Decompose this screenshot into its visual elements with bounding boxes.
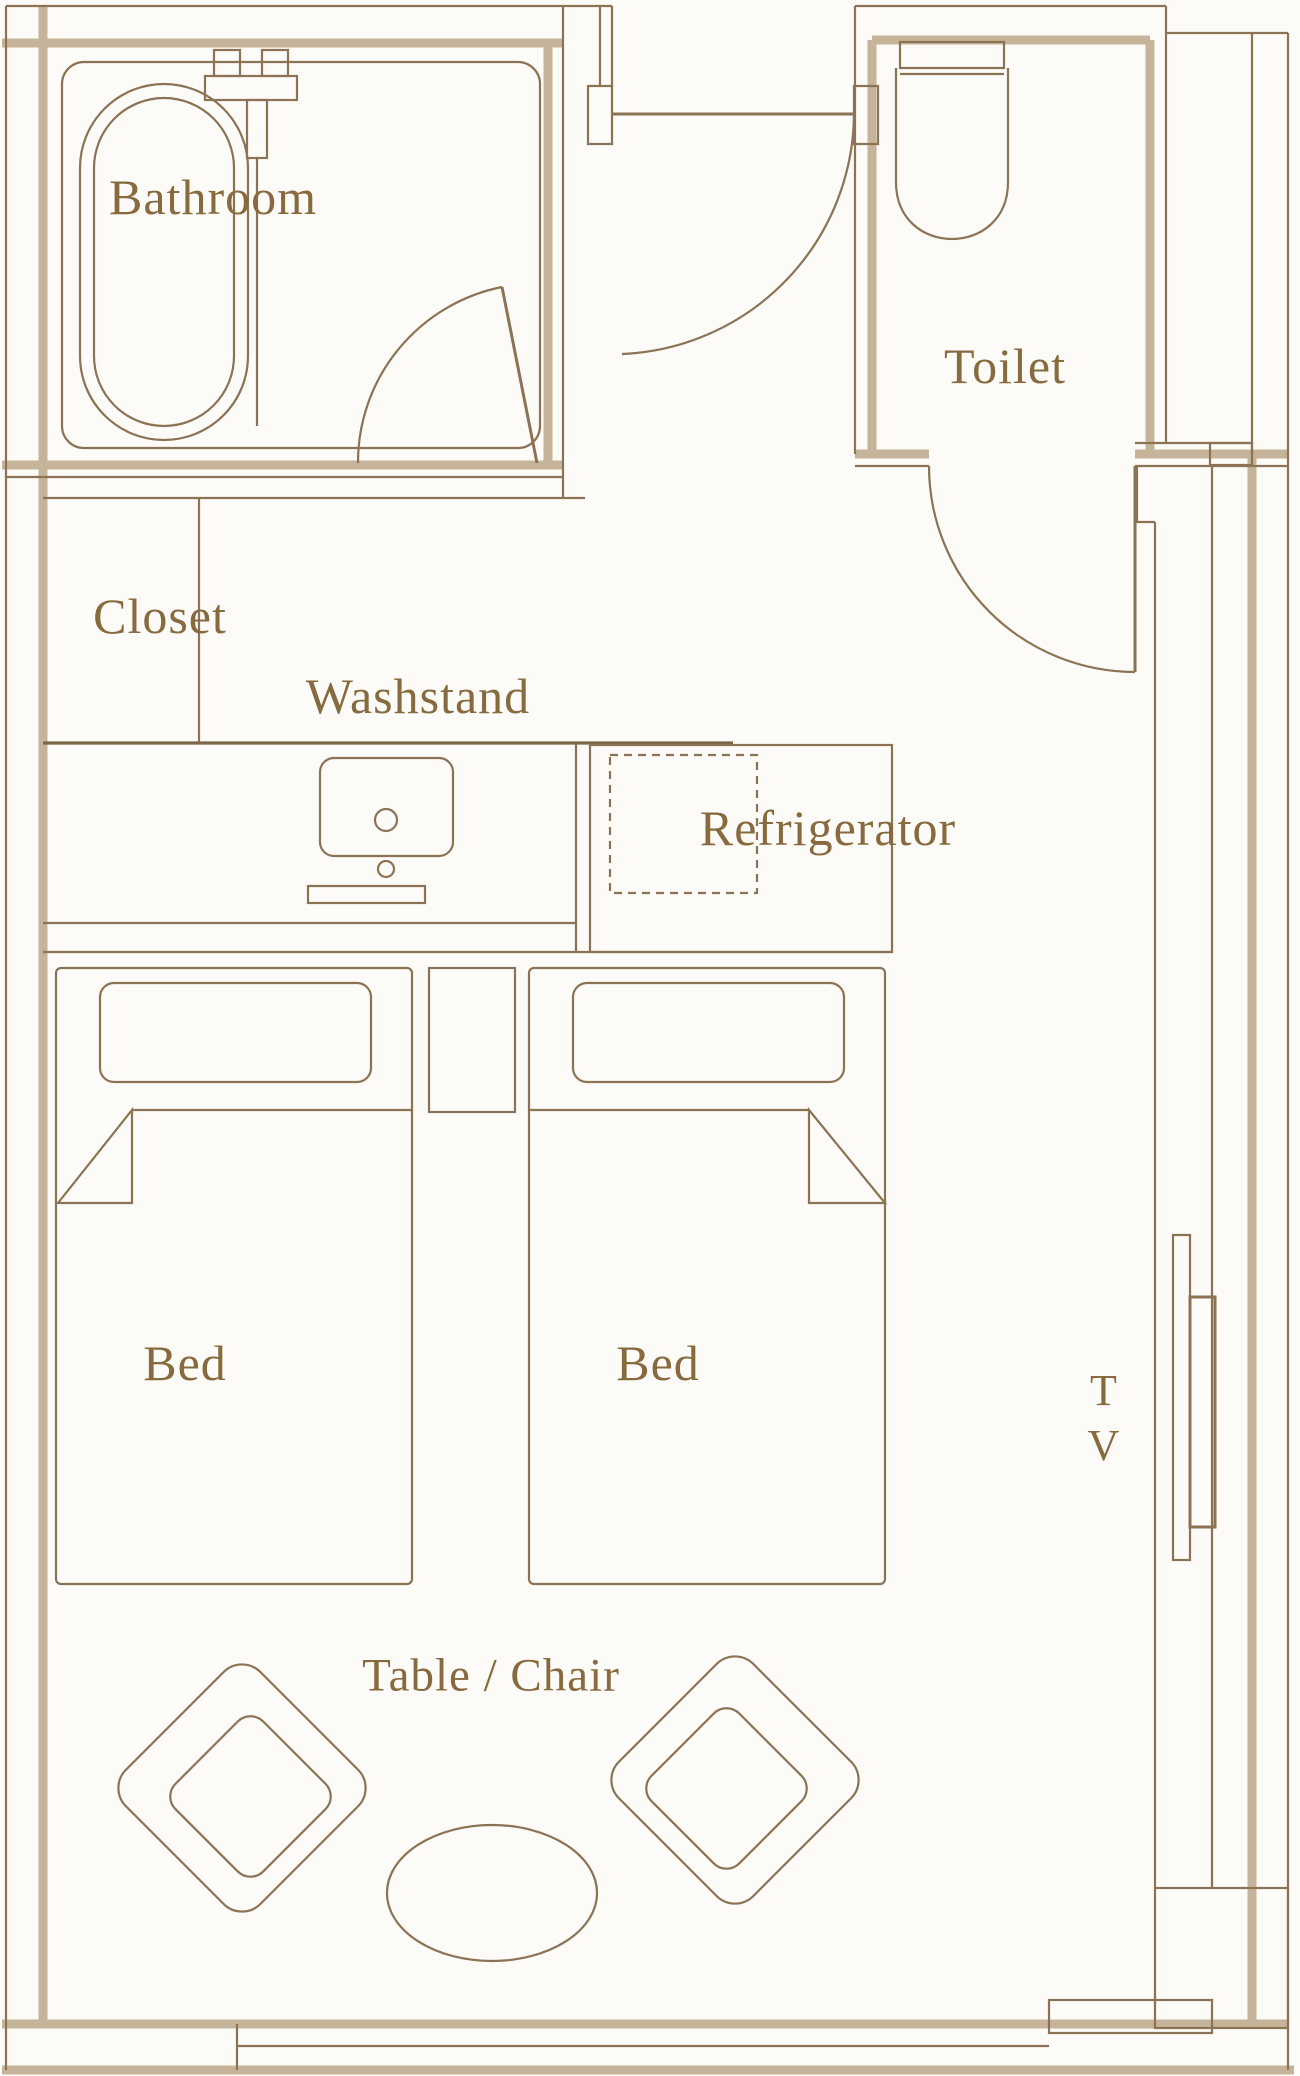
bed-right [527, 966, 888, 1586]
bathtub-icon [78, 82, 250, 442]
pillow-icon [98, 981, 373, 1084]
toilet-label: Toilet [944, 337, 1066, 394]
bed-frame [54, 966, 414, 1586]
closet-label: Closet [93, 587, 227, 644]
bathroom-inner-wall [60, 60, 542, 450]
bed-left-label: Bed [143, 1334, 227, 1391]
toilet-door-swing [927, 465, 1137, 674]
washstand-label: Washstand [305, 667, 531, 724]
toilet-icon [894, 40, 1010, 240]
pillow-icon [571, 981, 846, 1084]
bed-frame [527, 966, 887, 1586]
bathroom-door-swing [356, 285, 539, 464]
refrigerator-label: Refrigerator [699, 799, 957, 856]
oval-table-icon [385, 1823, 599, 1963]
shower-faucet-icon [203, 48, 299, 426]
table-chair-label: Table / Chair [362, 1649, 620, 1702]
tv-icon [1171, 1233, 1217, 1562]
refrigerator-cabinet [588, 743, 894, 954]
toilet-room [894, 40, 1137, 674]
door-swing-arc [621, 113, 856, 356]
bathroom-room [60, 48, 542, 464]
bathroom-label: Bathroom [109, 168, 317, 225]
walls-thick [2, 6, 1294, 2075]
bed-right-label: Bed [616, 1334, 700, 1391]
entrance-door [586, 84, 880, 356]
door-jamb-left [586, 84, 614, 146]
tv-label: T V [1088, 1363, 1121, 1473]
tv-label-t: T [1090, 1366, 1118, 1415]
tv-label-v: V [1087, 1421, 1121, 1470]
refrigerator-dashed-outline [608, 753, 759, 895]
blanket-fold [807, 1106, 888, 1205]
sink-icon [306, 756, 455, 905]
armchair-left-icon [117, 1663, 367, 1913]
nightstand [427, 966, 517, 1114]
corner-cabinet [1047, 1998, 1214, 2035]
bed-left [54, 966, 414, 1586]
armchair-right-icon [610, 1655, 860, 1905]
washstand-area [43, 741, 733, 905]
walls-thin [4, 4, 1290, 2070]
corner-pillar [1153, 1886, 1290, 2030]
blanket-fold [55, 1106, 134, 1205]
